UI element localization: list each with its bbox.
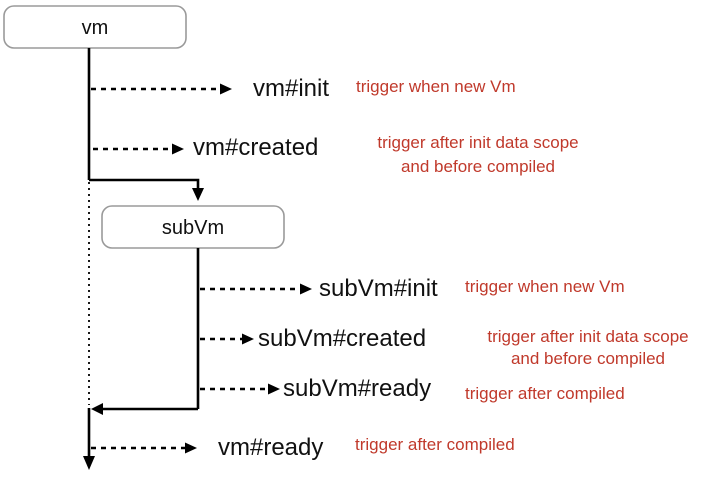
subvm-init-label: subVm#init xyxy=(319,275,438,302)
vm-init-arrowhead xyxy=(220,83,232,95)
vm-timeline-end-arrowhead xyxy=(83,456,95,470)
vm-created-event: vm#created trigger after init data scope… xyxy=(93,133,579,176)
subvm-created-event: subVm#created trigger after init data sc… xyxy=(200,325,689,368)
vm-ready-label: vm#ready xyxy=(218,434,323,461)
subvm-init-note: trigger when new Vm xyxy=(465,277,625,296)
subvm-init-event: subVm#init trigger when new Vm xyxy=(200,275,625,302)
vm-init-event: vm#init trigger when new Vm xyxy=(91,75,516,102)
vm-node: vm xyxy=(3,5,187,49)
vm-created-arrowhead xyxy=(172,143,184,155)
vm-created-note-line1: trigger after init data scope xyxy=(377,133,578,152)
vm-to-subvm-arrowhead xyxy=(192,188,204,201)
subvm-return-arrowhead xyxy=(91,403,103,415)
subvm-created-label: subVm#created xyxy=(258,325,426,352)
subvm-node-label: subVm xyxy=(162,217,224,239)
subvm-created-note-line2: and before compiled xyxy=(511,349,665,368)
vm-ready-arrowhead xyxy=(185,442,197,454)
subvm-ready-event: subVm#ready trigger after compiled xyxy=(200,375,625,403)
subvm-init-arrowhead xyxy=(300,283,312,295)
subvm-created-arrowhead xyxy=(242,333,254,345)
subvm-created-note-line1: trigger after init data scope xyxy=(487,327,688,346)
vm-created-note-line2: and before compiled xyxy=(401,157,555,176)
subvm-ready-note: trigger after compiled xyxy=(465,384,625,403)
vm-ready-event: vm#ready trigger after compiled xyxy=(91,434,515,461)
vm-node-label: vm xyxy=(82,17,109,39)
vm-init-label: vm#init xyxy=(253,75,329,102)
vm-ready-note: trigger after compiled xyxy=(355,435,515,454)
vm-init-note: trigger when new Vm xyxy=(356,77,516,96)
subvm-ready-arrowhead xyxy=(268,383,280,395)
vm-created-label: vm#created xyxy=(193,134,318,161)
subvm-ready-label: subVm#ready xyxy=(283,375,431,402)
vm-to-subvm-connector xyxy=(89,178,200,188)
subvm-node: subVm xyxy=(101,205,285,249)
